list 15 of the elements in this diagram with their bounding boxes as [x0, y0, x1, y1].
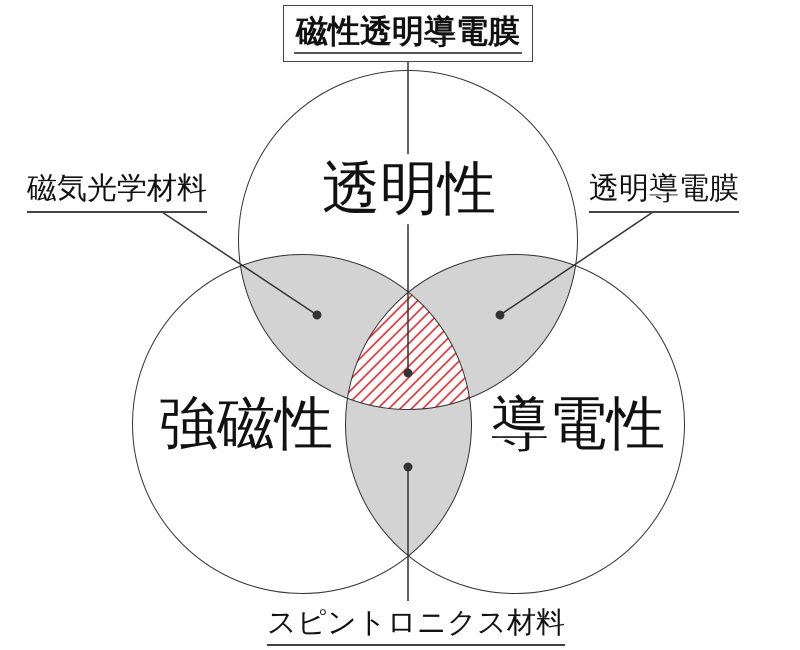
- callout-label: 透明導電膜: [589, 171, 739, 213]
- venn-circle: [132, 254, 472, 594]
- callout-label: 磁性透明導電膜: [294, 13, 522, 54]
- circle-label: 導電性: [491, 389, 665, 459]
- callout-label: 磁気光学材料: [27, 171, 207, 213]
- callout-label: スピントロニクス材料: [267, 600, 565, 646]
- callout-box: [283, 5, 533, 62]
- leader-line: [162, 211, 322, 320]
- hatched-region: [346, 292, 470, 410]
- overlap-region: [345, 398, 472, 556]
- circle-label: 透明性: [322, 154, 496, 224]
- venn-circle: [345, 254, 685, 594]
- leader-line: [496, 211, 654, 320]
- circle-label: 強磁性: [159, 389, 333, 459]
- leader-line: [404, 462, 412, 601]
